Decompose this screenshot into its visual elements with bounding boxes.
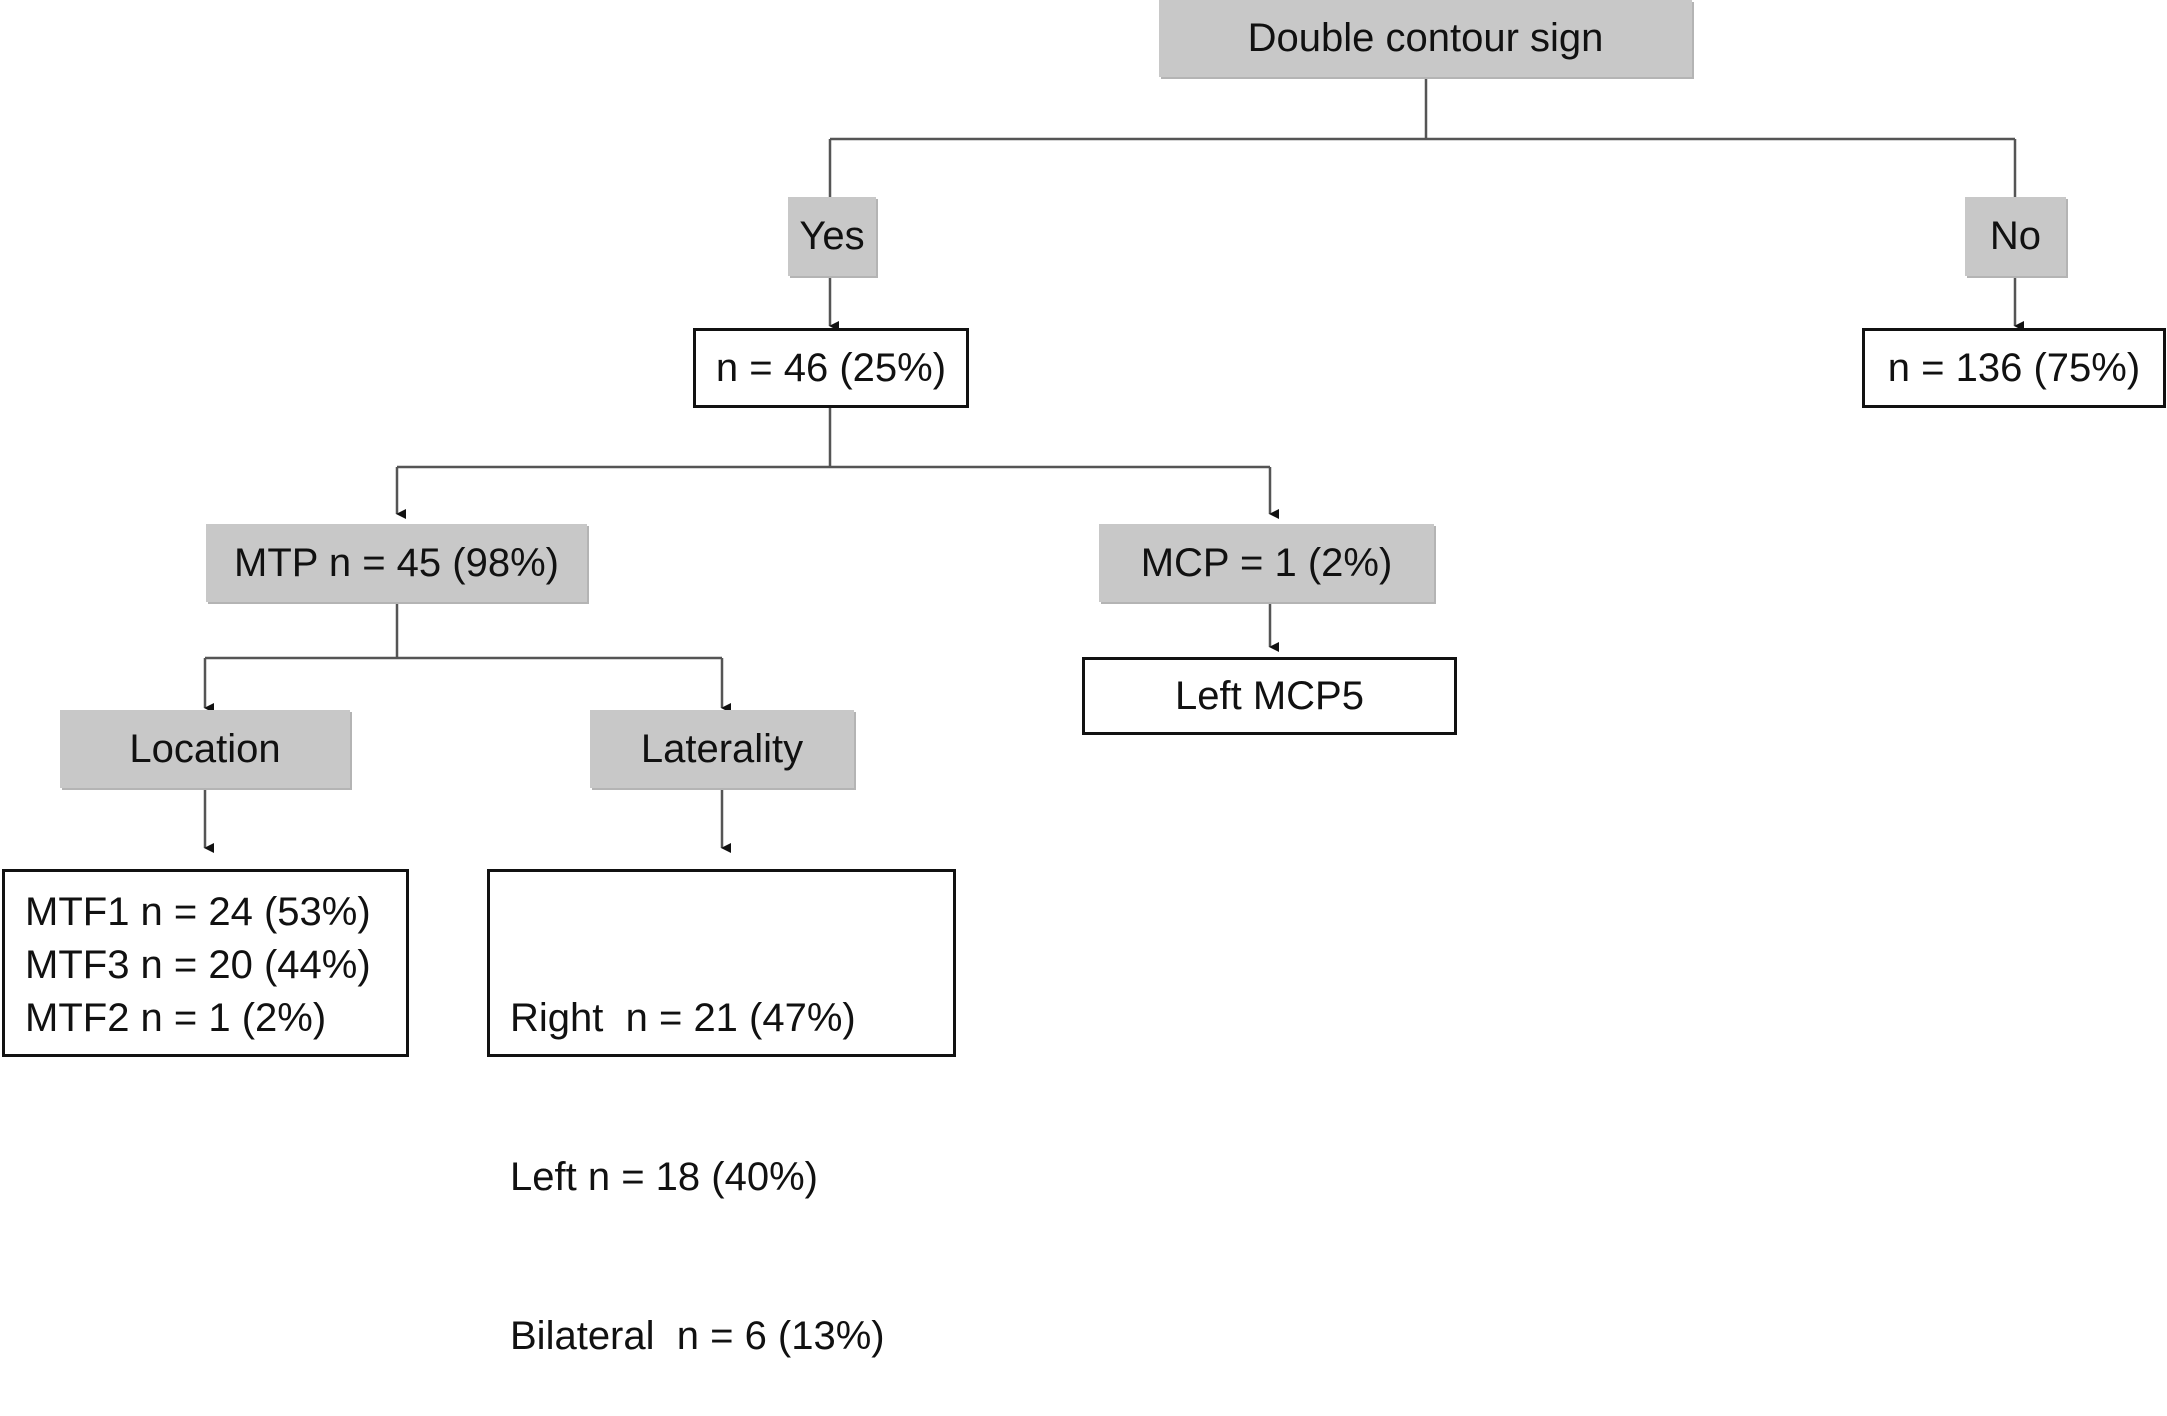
mcp-node: MCP = 1 (2%) bbox=[1099, 524, 1434, 602]
no-label: No bbox=[1989, 214, 2042, 258]
location-label: Location bbox=[129, 726, 281, 771]
mtp-node: MTP n = 45 (98%) bbox=[206, 524, 587, 602]
location-item-mtf1: MTF1 n = 24 (53%) bbox=[25, 890, 371, 934]
laterality-label: Laterality bbox=[640, 726, 804, 771]
no-node: No bbox=[1965, 197, 2066, 276]
no-count-label: n = 136 (75%) bbox=[1887, 345, 2141, 390]
mtp-label: MTP n = 45 (98%) bbox=[234, 540, 559, 585]
laterality-item-right: Right n = 21 (47%) bbox=[510, 996, 856, 1040]
laterality-node: Laterality bbox=[590, 710, 854, 788]
root-node: Double contour sign bbox=[1159, 0, 1692, 77]
location-item-mtf3: MTF3 n = 20 (44%) bbox=[25, 943, 371, 987]
mcp-label: MCP = 1 (2%) bbox=[1140, 540, 1393, 585]
laterality-item-left: Left n = 18 (40%) bbox=[510, 1155, 818, 1199]
laterality-item-bilateral: Bilateral n = 6 (13%) bbox=[510, 1314, 885, 1358]
yes-node: Yes bbox=[788, 197, 876, 276]
connector-lines bbox=[203, 77, 2024, 853]
yes-label: Yes bbox=[799, 214, 865, 258]
laterality-list: Right n = 21 (47%) Left n = 18 (40%) Bil… bbox=[487, 869, 956, 1358]
no-count-node: n = 136 (75%) bbox=[1862, 328, 2166, 408]
yes-count-node: n = 46 (25%) bbox=[693, 328, 969, 408]
mcp-detail-label: Left MCP5 bbox=[1175, 673, 1364, 718]
location-node: Location bbox=[60, 710, 350, 788]
location-list: MTF1 n = 24 (53%) MTF3 n = 20 (44%) MTF2… bbox=[2, 869, 409, 1057]
yes-count-label: n = 46 (25%) bbox=[715, 345, 947, 390]
mcp-detail-node: Left MCP5 bbox=[1082, 657, 1457, 735]
location-item-mtf2: MTF2 n = 1 (2%) bbox=[25, 996, 327, 1040]
root-label: Double contour sign bbox=[1247, 16, 1604, 60]
